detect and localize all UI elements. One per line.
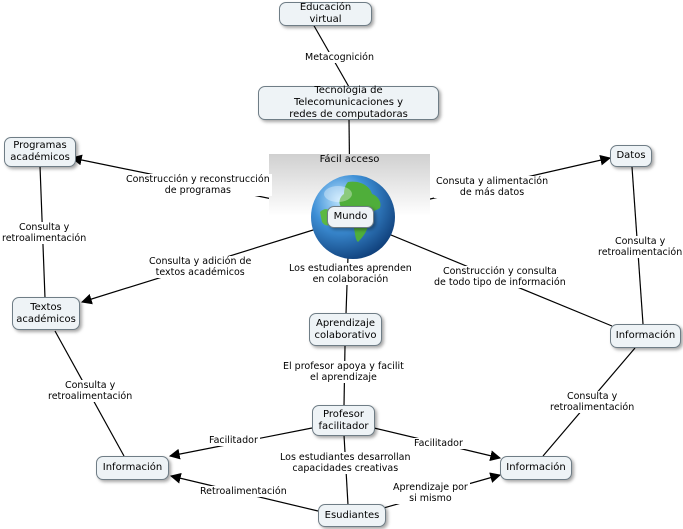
label-capacidades: Los estudiantes desarrollan capacidades …	[278, 452, 413, 474]
label-consulta-adicion: Consulta y adición de textos académicos	[147, 256, 254, 278]
label-consulta-retro-informacion: Consulta y retroalimentación	[548, 391, 637, 413]
node-profesor-facilitador[interactable]: Profesor facilitador	[312, 405, 375, 436]
label-consulta-retro-textos: Consulta y retroalimentación	[46, 380, 135, 402]
label-facilitador-left: Facilitador	[207, 435, 260, 446]
node-textos-academicos[interactable]: Textos académicos	[12, 297, 80, 330]
label-facilitador-right: Facilitador	[412, 438, 465, 449]
label-construccion-programas: Construcción y reconstrucción de program…	[124, 174, 272, 196]
node-informacion-left[interactable]: Información	[96, 456, 169, 480]
label-profesor-apoya: El profesor apoya y facilit el aprendiza…	[281, 361, 406, 383]
center-caption: Fácil acceso	[319, 154, 380, 165]
label-aprendizaje-mismo: Aprendizaje por si mismo	[391, 482, 470, 504]
label-estudiantes-aprenden: Los estudiantes aprenden en colaboración	[287, 263, 414, 285]
node-tecnologia[interactable]: Tecnologia de Telecomunicaciones y redes…	[258, 85, 439, 120]
label-consulta-retro-datos: Consulta y retroalimentación	[596, 236, 683, 258]
node-programas-academicos[interactable]: Programas académicos	[4, 137, 76, 167]
node-informacion-right[interactable]: Información	[610, 324, 681, 348]
label-consulta-alimentacion: Consuta y alimentación de más datos	[434, 176, 551, 198]
label-construccion-informacion: Construcción y consulta de todo tipo de …	[432, 266, 568, 288]
label-consulta-retro-programas: Consulta y retroalimentación	[0, 222, 89, 244]
node-informacion-bottom[interactable]: Información	[500, 456, 572, 480]
node-mundo[interactable]: Mundo	[327, 206, 374, 228]
label-retroalimentacion: Retroalimentación	[198, 486, 289, 497]
node-aprendizaje-colaborativo[interactable]: Aprendizaje colaborativo	[309, 313, 382, 346]
node-estudiantes[interactable]: Esudiantes	[318, 504, 386, 527]
node-educacion-virtual[interactable]: Educación virtual	[279, 2, 372, 26]
label-metacognicion: Metacognición	[303, 52, 377, 63]
node-datos[interactable]: Datos	[610, 145, 652, 167]
